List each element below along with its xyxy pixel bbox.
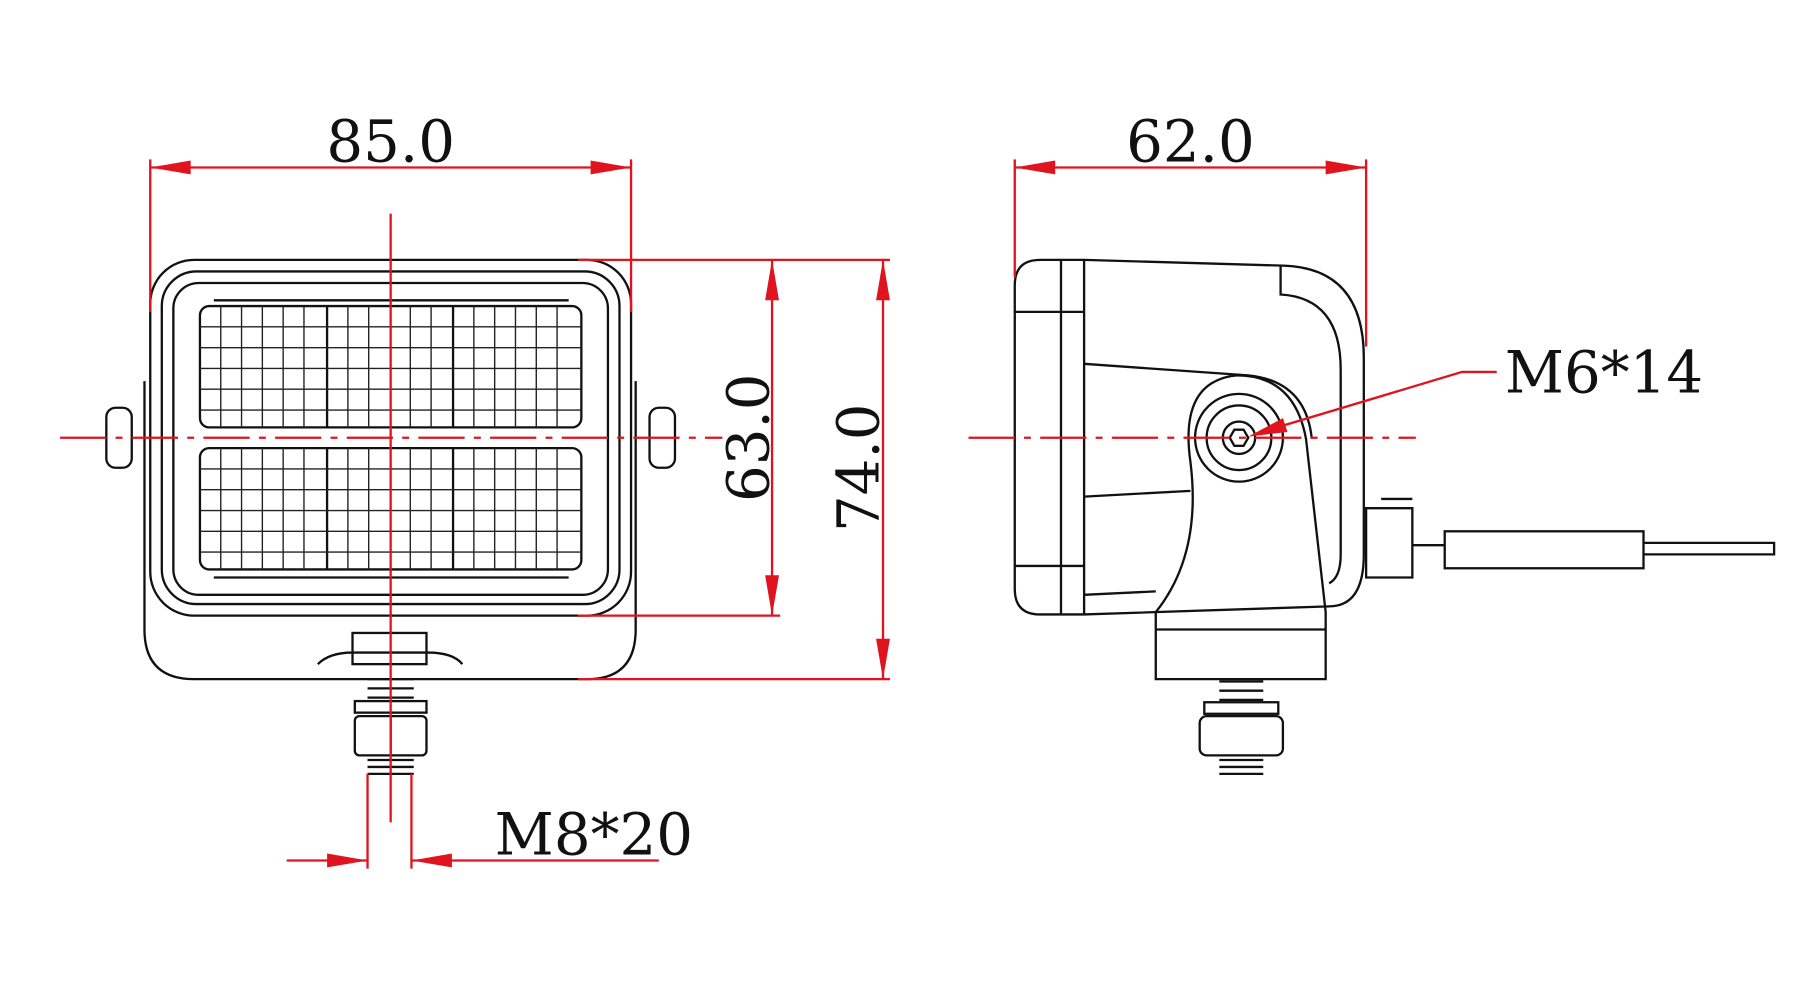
cable-sleeve [1443,530,1645,570]
cable-connector [1364,497,1414,579]
hex-socket [1228,428,1250,447]
bolt-callout-m8: M8*20 [495,801,693,869]
pivot-bracket [1154,374,1327,681]
overall-height-dimension-label: 74.0 [824,404,892,533]
side-housing [1013,258,1365,616]
side-view [1013,258,1776,776]
side-bolt [1198,680,1285,776]
m6-leader-line [1253,370,1497,436]
pivot-bolt-callout-m6: M6*14 [1505,339,1703,407]
width-dimension-label: 85.0 [326,108,455,176]
depth-dimension-label: 62.0 [1126,108,1255,176]
lens-height-dimension-label: 63.0 [715,373,783,502]
